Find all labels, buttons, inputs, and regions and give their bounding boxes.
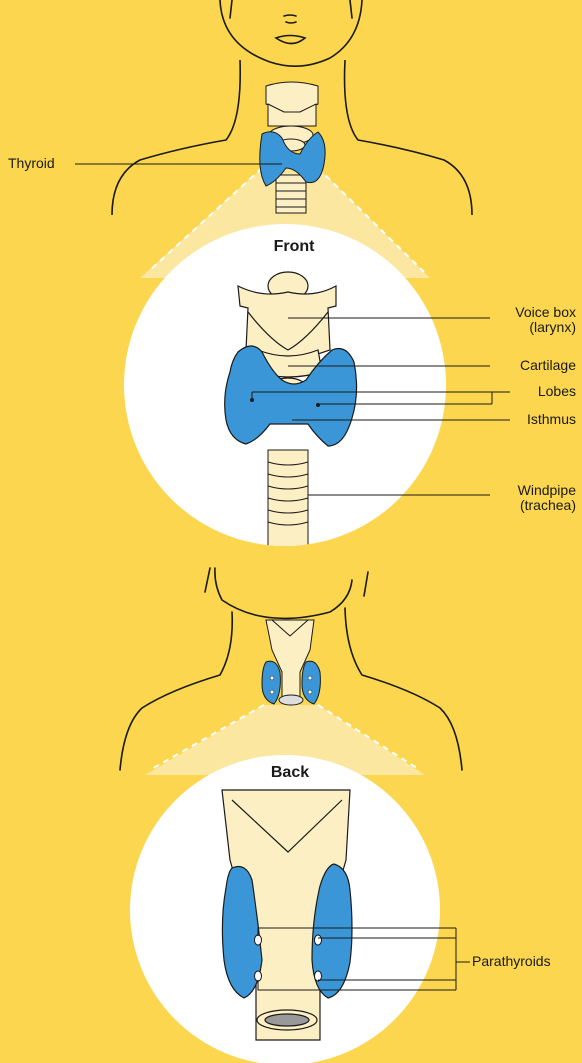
small-trachea <box>276 175 306 213</box>
small-back-gland-left <box>262 661 280 704</box>
front-view-zoom <box>124 224 510 550</box>
label-parathyroids: Parathyroids <box>472 954 551 969</box>
label-isthmus: Isthmus <box>527 412 576 427</box>
label-thyroid: Thyroid <box>8 156 55 171</box>
front-trachea <box>268 450 308 550</box>
label-voice-box-line1: Voice box <box>515 305 576 320</box>
label-lobes: Lobes <box>538 384 576 399</box>
heading-front: Front <box>244 238 344 256</box>
label-windpipe: Windpipe (trachea) <box>518 483 576 513</box>
face-outline <box>220 0 362 66</box>
label-voice-box: Voice box (larynx) <box>515 305 576 335</box>
small-back-gland-right <box>302 661 320 704</box>
back-view-zoom <box>130 755 470 1063</box>
heading-back: Back <box>240 764 340 782</box>
label-windpipe-line1: Windpipe <box>518 483 576 498</box>
label-voice-box-line2: (larynx) <box>515 320 576 335</box>
label-windpipe-line2: (trachea) <box>518 498 576 513</box>
label-cartilage: Cartilage <box>520 358 576 373</box>
back-view-figure <box>120 568 462 775</box>
